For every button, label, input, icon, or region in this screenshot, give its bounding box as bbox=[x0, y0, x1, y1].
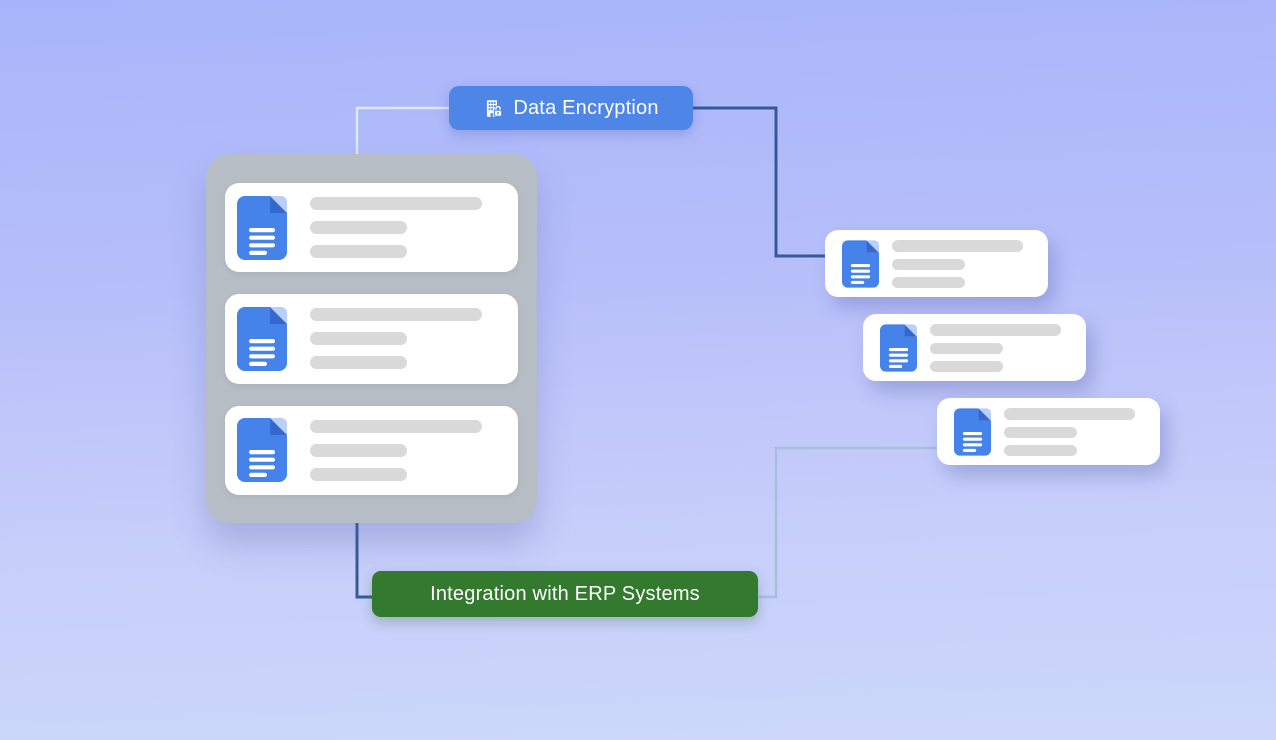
document-icon bbox=[880, 324, 917, 372]
placeholder-bar bbox=[310, 221, 407, 235]
document-icon bbox=[954, 408, 991, 456]
building-lock-icon bbox=[487, 99, 503, 117]
placeholder-bar bbox=[310, 356, 407, 370]
placeholder-bar bbox=[1004, 426, 1077, 438]
connector-panel-to-encryption bbox=[355, 106, 449, 158]
connector-panel-to-erp bbox=[355, 518, 372, 599]
erp-integration-node[interactable]: Integration with ERP Systems bbox=[372, 571, 758, 617]
placeholder-bar bbox=[310, 467, 407, 481]
placeholder-bar bbox=[892, 276, 965, 288]
placeholder-bar bbox=[892, 258, 965, 270]
document-icon bbox=[237, 418, 287, 482]
placeholder-text-lines bbox=[310, 419, 482, 481]
placeholder-bar bbox=[310, 197, 482, 211]
floating-document-card[interactable] bbox=[825, 230, 1048, 297]
document-card[interactable] bbox=[225, 405, 518, 495]
document-icon bbox=[842, 240, 879, 288]
placeholder-bar bbox=[1004, 407, 1135, 420]
erp-integration-label: Integration with ERP Systems bbox=[430, 582, 700, 605]
placeholder-bar bbox=[1004, 444, 1077, 456]
document-card[interactable] bbox=[225, 294, 518, 384]
placeholder-text-lines bbox=[1004, 407, 1135, 456]
placeholder-bar bbox=[930, 323, 1061, 336]
connector-encryption-to-card bbox=[693, 106, 825, 258]
placeholder-text-lines bbox=[310, 197, 482, 259]
placeholder-text-lines bbox=[310, 308, 482, 370]
document-icon bbox=[237, 196, 287, 260]
document-stack-panel[interactable] bbox=[206, 154, 537, 523]
placeholder-bar bbox=[310, 308, 482, 322]
placeholder-text-lines bbox=[892, 239, 1023, 288]
placeholder-bar bbox=[310, 332, 407, 346]
placeholder-text-lines bbox=[930, 323, 1061, 372]
document-icon bbox=[237, 307, 287, 371]
floating-document-card[interactable] bbox=[863, 314, 1086, 381]
placeholder-bar bbox=[930, 360, 1003, 372]
placeholder-bar bbox=[310, 245, 407, 259]
data-encryption-label: Data Encryption bbox=[513, 96, 659, 119]
document-card[interactable] bbox=[225, 183, 518, 273]
placeholder-bar bbox=[310, 443, 407, 457]
placeholder-bar bbox=[930, 342, 1003, 354]
floating-document-card[interactable] bbox=[937, 398, 1160, 465]
placeholder-bar bbox=[892, 239, 1023, 252]
connector-erp-to-card bbox=[758, 446, 937, 599]
data-encryption-node[interactable]: Data Encryption bbox=[449, 86, 693, 130]
placeholder-bar bbox=[310, 419, 482, 433]
